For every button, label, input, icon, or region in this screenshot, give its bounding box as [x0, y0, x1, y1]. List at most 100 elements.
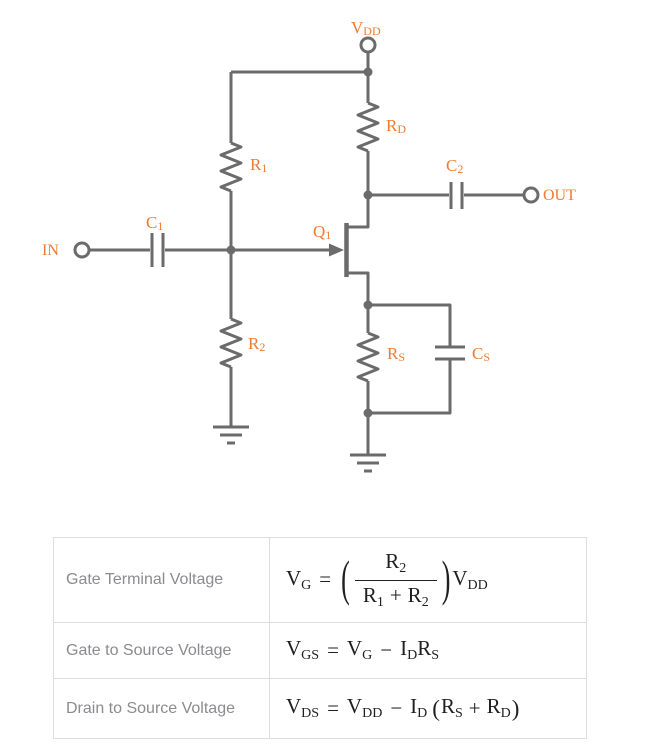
fraction-numerator: R2 — [377, 550, 414, 579]
left-paren: ( — [341, 550, 350, 607]
label-r1-sub: 1 — [261, 161, 268, 175]
sym: V — [286, 636, 302, 661]
label-in-base: IN — [42, 242, 59, 259]
term-vdd: VDD — [452, 566, 487, 593]
left-paren: ( — [432, 695, 440, 721]
sym-sub: 2 — [421, 594, 429, 610]
row-label-gate-terminal-voltage: Gate Terminal Voltage — [54, 538, 270, 622]
label-out: OUT — [543, 188, 576, 204]
sym: V — [346, 636, 363, 661]
sym-sub: 1 — [376, 594, 384, 610]
sym: I — [400, 636, 408, 661]
term-id: ID — [410, 694, 427, 722]
sym: R — [362, 582, 377, 607]
right-paren: ) — [511, 695, 520, 721]
plus-sign: + — [389, 582, 402, 607]
label-c2-base: C — [446, 156, 458, 175]
sym-sub: G — [362, 648, 373, 664]
circuit-diagram: VDD RD R1 C2 C1 Q1 IN OUT R2 RS CS — [42, 19, 576, 473]
term-id: ID — [400, 636, 417, 664]
formula-table: Gate Terminal Voltage VG = ( R2 R1+R2 ) … — [53, 537, 587, 739]
in-terminal-icon — [73, 241, 91, 259]
sym: V — [286, 565, 302, 590]
minus-sign: − — [380, 637, 393, 662]
formula-vgs: VGS = VG − ID RS — [286, 636, 439, 664]
label-q1-base: Q — [313, 222, 326, 241]
ground-icon-rs — [350, 453, 386, 473]
row-label-text: Gate Terminal Voltage — [66, 571, 224, 588]
row-label-drain-to-source-voltage: Drain to Source Voltage — [54, 678, 270, 738]
formula-gate-to-source-voltage: VGS = VG − ID RS — [270, 622, 586, 678]
row-label-gate-to-source-voltage: Gate to Source Voltage — [54, 622, 270, 678]
sym-sub: S — [454, 706, 463, 722]
label-rd: RD — [386, 117, 406, 135]
formula-vg: VG = ( R2 R1+R2 ) VDD — [286, 550, 488, 610]
equals-sign: = — [319, 567, 332, 592]
label-cs-base: C — [472, 344, 484, 363]
capacitor-c1-icon — [150, 233, 165, 267]
label-c1-base: C — [146, 213, 158, 232]
sym: R — [486, 694, 501, 719]
plus-sign: + — [468, 695, 481, 720]
term-vgs: VGS — [286, 636, 320, 664]
label-c2: C2 — [446, 157, 463, 175]
term-vds: VDS — [286, 695, 320, 722]
formula-gate-terminal-voltage: VG = ( R2 R1+R2 ) VDD — [270, 538, 586, 622]
label-r2: R2 — [248, 335, 265, 353]
sym: I — [410, 694, 418, 719]
label-cs-sub: S — [483, 350, 491, 364]
formula-drain-to-source-voltage: VDS = VDD − ID ( RS + RD ) — [270, 678, 586, 738]
row-label-text: Gate to Source Voltage — [66, 641, 232, 659]
resistor-rs-icon — [356, 331, 380, 383]
capacitor-c2-icon — [449, 182, 464, 209]
term-vdd: VDD — [346, 694, 383, 722]
label-rs-sub: S — [398, 350, 406, 364]
sym-sub: DD — [362, 706, 383, 722]
capacitor-cs-icon — [435, 345, 465, 361]
junction-dots — [226, 67, 373, 418]
transistor-q1-icon — [344, 196, 370, 305]
label-vdd-base: V — [351, 18, 364, 37]
sym-sub: G — [301, 577, 312, 593]
sym: R — [440, 694, 455, 719]
label-cs: CS — [472, 345, 490, 363]
sym-sub: D — [500, 706, 511, 722]
term-vg: VG — [286, 565, 312, 593]
label-vdd: VDD — [351, 19, 381, 37]
label-c1-sub: 1 — [157, 219, 164, 233]
sym: R — [407, 582, 422, 607]
label-out-base: OUT — [543, 187, 576, 204]
label-rs-base: R — [387, 344, 399, 363]
label-q1-sub: 1 — [325, 228, 332, 242]
term-rs: RS — [440, 694, 463, 722]
wire-cs-to-node — [368, 359, 452, 415]
fraction-denominator: R1+R2 — [354, 579, 437, 610]
gate-arrow-icon — [329, 243, 344, 257]
label-rd-base: R — [386, 116, 398, 135]
label-r1-base: R — [250, 155, 262, 174]
out-terminal-icon — [522, 186, 540, 204]
ground-icon-r2 — [213, 425, 249, 445]
resistor-r2-icon — [219, 317, 243, 369]
label-rd-sub: D — [397, 122, 407, 136]
label-r1: R1 — [250, 156, 267, 174]
label-c1: C1 — [146, 214, 163, 232]
sym: R — [417, 636, 432, 661]
fraction: R2 R1+R2 — [354, 550, 437, 610]
term-rd: RD — [486, 694, 511, 722]
equals-sign: = — [327, 637, 339, 662]
label-c2-sub: 2 — [457, 162, 464, 176]
row-label-text: Drain to Source Voltage — [66, 699, 235, 717]
label-in: IN — [42, 243, 59, 259]
sym-sub: GS — [301, 648, 320, 664]
equals-sign: = — [327, 695, 339, 720]
label-vdd-sub: DD — [363, 24, 381, 38]
label-r2-base: R — [248, 334, 260, 353]
right-paren: ) — [441, 550, 451, 607]
sym-sub: S — [431, 648, 439, 664]
sym-sub: DS — [301, 706, 320, 722]
sym: R — [385, 549, 400, 574]
sym: V — [346, 694, 363, 719]
term-rs: RS — [417, 636, 439, 664]
minus-sign: − — [390, 695, 403, 720]
